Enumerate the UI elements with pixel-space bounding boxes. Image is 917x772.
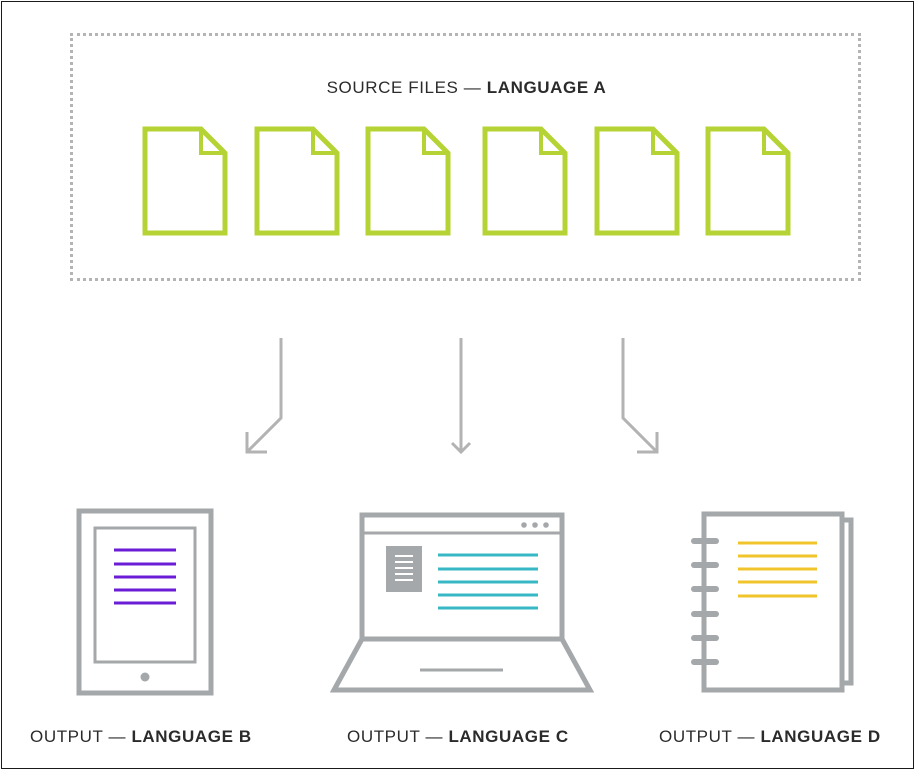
- notebook-text-lines: [738, 541, 817, 598]
- output-label-b: OUTPUT — LANGUAGE B: [30, 727, 252, 747]
- source-files: [142, 126, 791, 236]
- output-b-prefix: OUTPUT —: [30, 727, 132, 746]
- arrow-to-language-d: [621, 338, 659, 454]
- output-label-c: OUTPUT — LANGUAGE C: [347, 727, 569, 747]
- source-files-group: [70, 33, 861, 281]
- output-label-d: OUTPUT — LANGUAGE D: [659, 727, 881, 747]
- binder-rings: [691, 538, 719, 665]
- arrow-to-language-c: [450, 338, 472, 455]
- file-icon: [482, 126, 568, 236]
- output-c-prefix: OUTPUT —: [347, 727, 449, 746]
- output-c-language: LANGUAGE C: [448, 727, 569, 746]
- file-icon: [254, 126, 340, 236]
- notebook-icon: [691, 511, 854, 693]
- laptop-text-lines: [438, 553, 538, 610]
- laptop-icon: [329, 512, 595, 693]
- document-thumbnail-icon: [386, 546, 422, 592]
- output-d-language: LANGUAGE D: [760, 727, 881, 746]
- arrows: [245, 338, 659, 455]
- arrow-to-language-b: [245, 338, 283, 454]
- output-b-language: LANGUAGE B: [131, 727, 252, 746]
- file-icon: [142, 126, 228, 236]
- source-label-prefix: SOURCE FILES —: [326, 78, 487, 97]
- tablet-text-lines: [114, 548, 176, 605]
- file-icon: [705, 126, 791, 236]
- file-icon: [594, 126, 680, 236]
- output-d-prefix: OUTPUT —: [659, 727, 761, 746]
- tablet-icon: [76, 508, 214, 696]
- source-files-label: SOURCE FILES — LANGUAGE A: [0, 78, 917, 98]
- file-icon: [365, 126, 451, 236]
- source-label-language: LANGUAGE A: [486, 78, 607, 97]
